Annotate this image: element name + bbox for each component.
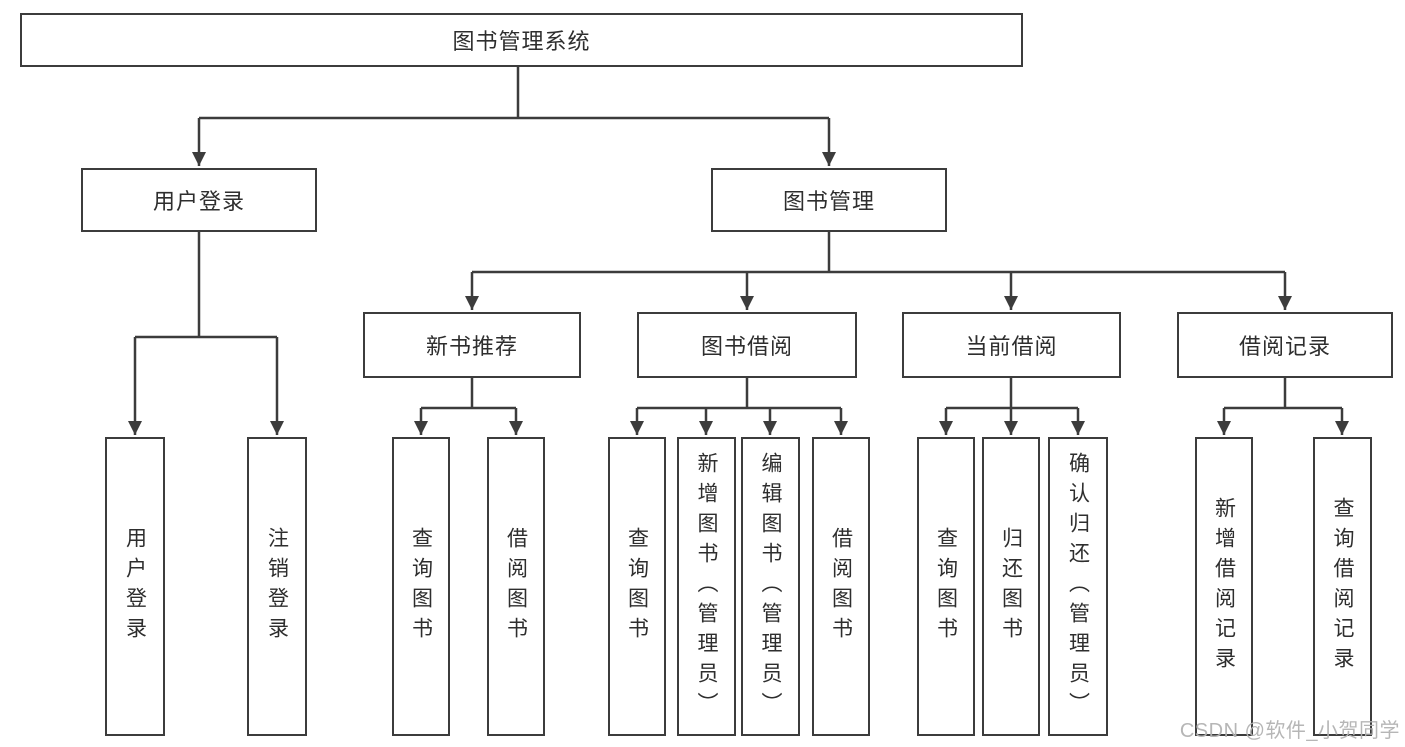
- leaf-records-add-borrow-record-label: 新增借阅记录: [1212, 496, 1236, 677]
- leaf-records-add-borrow-record: 新增借阅记录: [1195, 437, 1253, 736]
- watermark: CSDN @软件_小贺同学: [1179, 720, 1400, 742]
- leaf-records-query-borrow-record: 查询借阅记录: [1313, 437, 1372, 736]
- leaf-current-confirm-return-admin-label: 确认归还（管理员）: [1066, 451, 1090, 722]
- leaf-borrowing-edit-books-admin-label: 编辑图书（管理员）: [759, 451, 782, 722]
- leaf-borrowing-add-books-admin: 新增图书（管理员）: [677, 437, 736, 736]
- leaf-borrowing-query-books: 查询图书: [608, 437, 666, 736]
- connector-current-borrow-branch: [939, 378, 1085, 435]
- leaf-user-login-label: 用户登录: [123, 526, 147, 647]
- node-library-management-system: 图书管理系统: [20, 13, 1023, 67]
- leaf-borrowing-add-books-admin-label: 新增图书（管理员）: [695, 451, 718, 722]
- node-user-login: 用户登录: [81, 168, 317, 232]
- leaf-records-query-borrow-record-label: 查询借阅记录: [1331, 496, 1354, 677]
- node-current-borrowing: 当前借阅: [902, 312, 1121, 378]
- node-borrowing-records: 借阅记录: [1177, 312, 1393, 378]
- connector-user-login-branch: [128, 232, 284, 435]
- leaf-newbook-query-books: 查询图书: [392, 437, 450, 736]
- leaf-borrowing-borrow-books: 借阅图书: [812, 437, 870, 736]
- leaf-current-confirm-return-admin: 确认归还（管理员）: [1048, 437, 1108, 736]
- leaf-logout: 注销登录: [247, 437, 307, 736]
- leaf-newbook-borrow-books: 借阅图书: [487, 437, 545, 736]
- leaf-current-return-books: 归还图书: [982, 437, 1040, 736]
- leaf-current-query-books: 查询图书: [917, 437, 975, 736]
- leaf-current-return-books-label: 归还图书: [999, 526, 1023, 647]
- leaf-newbook-borrow-books-label: 借阅图书: [504, 526, 528, 647]
- leaf-current-query-books-label: 查询图书: [934, 526, 958, 647]
- leaf-borrowing-borrow-books-label: 借阅图书: [829, 526, 853, 647]
- leaf-borrowing-edit-books-admin: 编辑图书（管理员）: [741, 437, 800, 736]
- connector-book-borrow-branch: [630, 378, 848, 435]
- connector-borrow-record-branch: [1217, 378, 1349, 435]
- leaf-newbook-query-books-label: 查询图书: [409, 526, 433, 647]
- connector-root-to-level2: [192, 67, 836, 166]
- node-book-management: 图书管理: [711, 168, 947, 232]
- connector-new-book-branch: [414, 378, 523, 435]
- leaf-user-login: 用户登录: [105, 437, 165, 736]
- node-book-borrowing: 图书借阅: [637, 312, 857, 378]
- connector-book-mgmt-to-level3: [465, 232, 1292, 310]
- node-new-book-recommendation: 新书推荐: [363, 312, 581, 378]
- leaf-logout-label: 注销登录: [265, 526, 289, 647]
- leaf-borrowing-query-books-label: 查询图书: [625, 526, 649, 647]
